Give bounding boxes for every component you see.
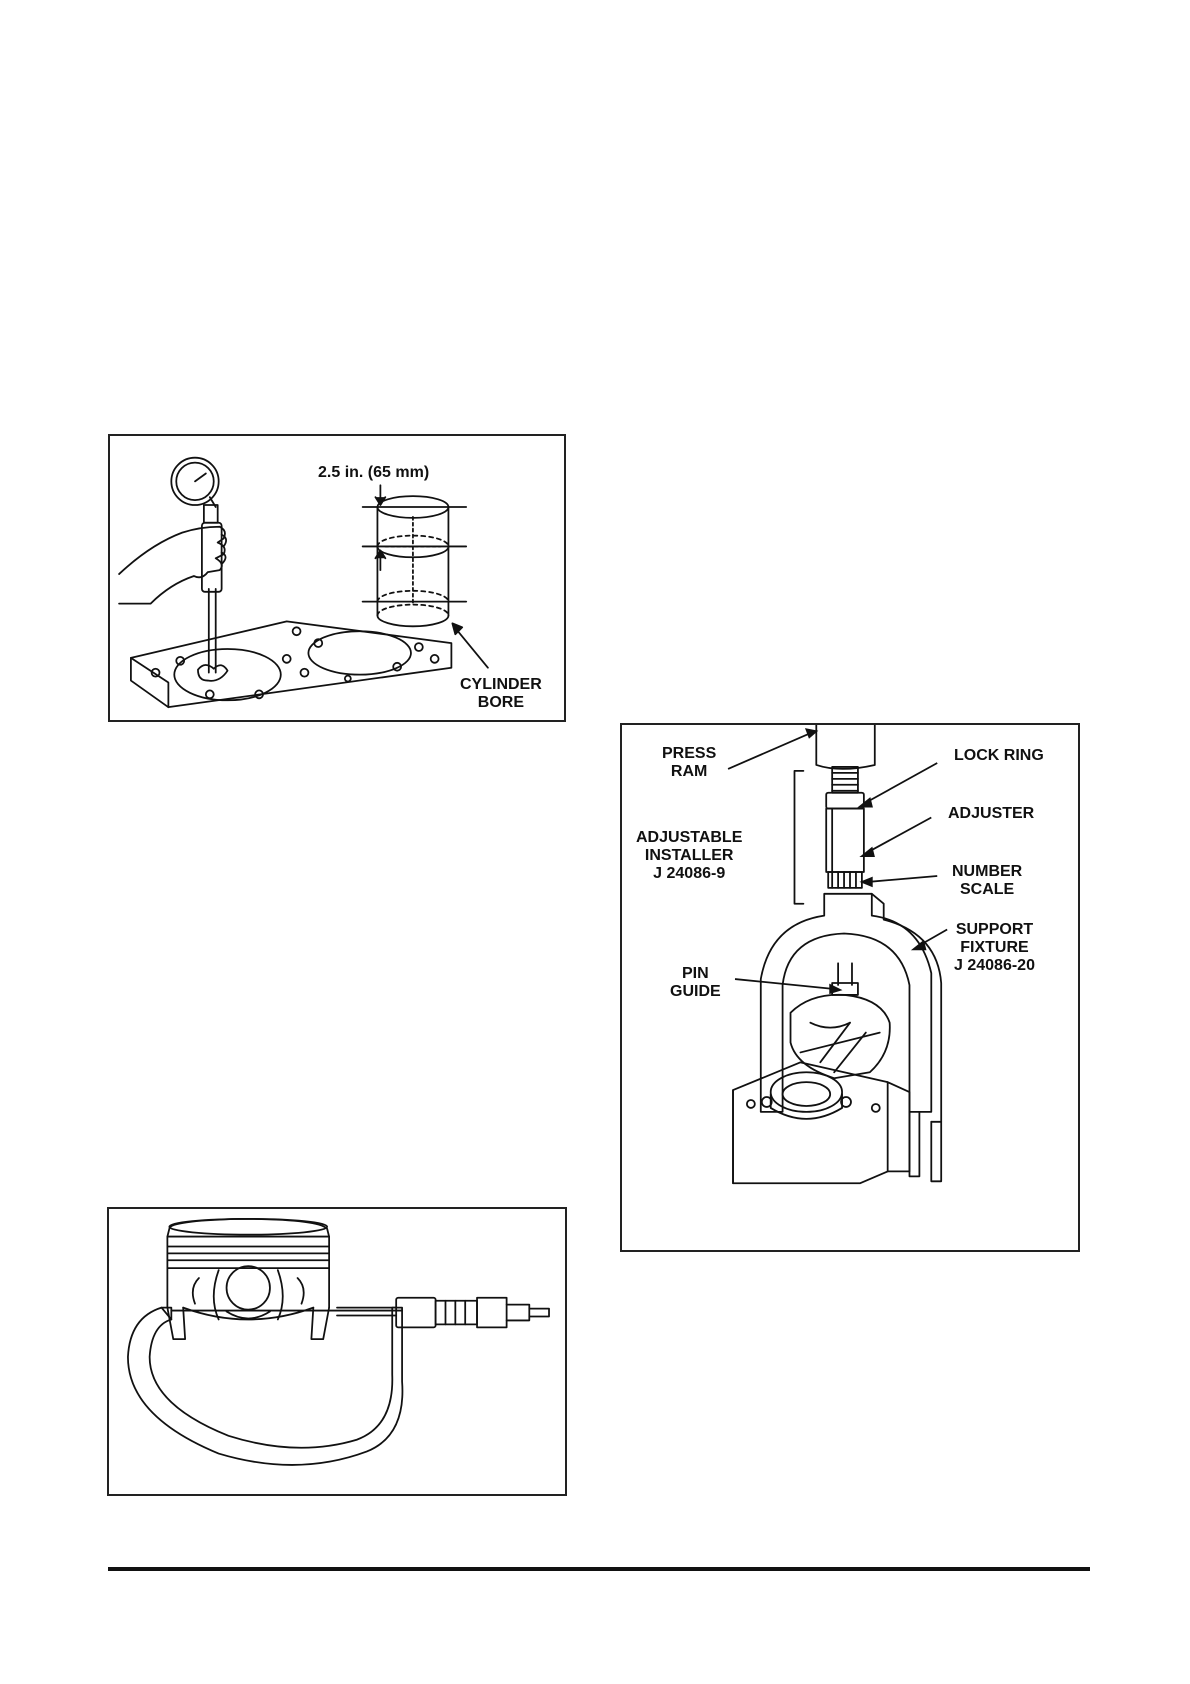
adjustable-installer-label: ADJUSTABLE INSTALLER J 24086-9 <box>636 829 742 883</box>
number-scale-label: NUMBER SCALE <box>952 863 1022 899</box>
adjustable-installer-label-line2: INSTALLER <box>636 847 742 865</box>
number-scale-label-line2: SCALE <box>952 881 1022 899</box>
pin-guide-label-line2: GUIDE <box>670 983 721 1001</box>
support-fixture-label-line1: SUPPORT <box>954 921 1035 939</box>
piston-micrometer-illustration <box>109 1209 565 1494</box>
adjuster-label: ADJUSTER <box>948 805 1034 823</box>
support-fixture <box>761 894 932 1112</box>
figure-piston-pin-installer: PRESS RAM LOCK RING ADJUSTER ADJUSTABLE … <box>620 723 1080 1252</box>
press-ram <box>816 725 874 769</box>
adjustable-installer-label-line1: ADJUSTABLE <box>636 829 742 847</box>
support-fixture-label-line2: FIXTURE <box>954 939 1035 957</box>
cylinder-bore-label-line2: BORE <box>460 694 542 712</box>
lock-ring-label: LOCK RING <box>954 747 1044 765</box>
figure-cylinder-bore-measurement: 2.5 in. (65 mm) CYLINDER BORE <box>108 434 566 722</box>
adjustable-installer-label-line3: J 24086-9 <box>636 865 742 883</box>
piston-pin <box>227 1266 270 1309</box>
press-ram-label: PRESS RAM <box>662 745 716 781</box>
pin-guide-label-line1: PIN <box>670 965 721 983</box>
fixture-base <box>733 1062 888 1183</box>
cylinder-bore-label: CYLINDER BORE <box>460 676 542 712</box>
support-fixture-label-line3: J 24086-20 <box>954 957 1035 975</box>
support-fixture-label: SUPPORT FIXTURE J 24086-20 <box>954 921 1035 975</box>
gauge-shaft <box>209 589 216 673</box>
dimension-label: 2.5 in. (65 mm) <box>318 464 429 482</box>
pin-guide-label: PIN GUIDE <box>670 965 721 1001</box>
lock-ring <box>826 793 864 809</box>
installer-bracket <box>794 771 803 904</box>
press-ram-label-line2: RAM <box>662 763 716 781</box>
footer-rule <box>108 1567 1090 1571</box>
press-ram-label-line1: PRESS <box>662 745 716 763</box>
cylinder-bore-label-line1: CYLINDER <box>460 676 542 694</box>
micrometer-frame <box>128 1308 403 1465</box>
number-scale-label-line1: NUMBER <box>952 863 1022 881</box>
figure-piston-micrometer <box>107 1207 567 1496</box>
